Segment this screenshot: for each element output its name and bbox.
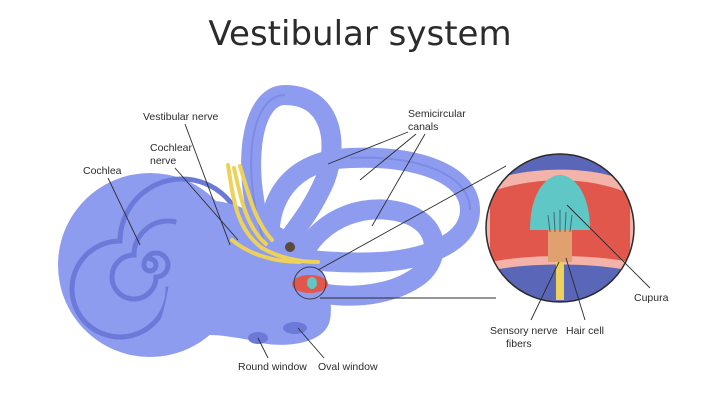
label-sensory-nerve-line2: fibers (506, 338, 532, 350)
label-round-window: Round window (238, 361, 307, 373)
nerve-bundle (226, 163, 320, 264)
label-cochlea: Cochlea (83, 165, 122, 177)
leader-lines (107, 123, 651, 359)
label-sensory-nerve-line1: Sensory nerve (490, 325, 558, 337)
magnified-ampulla (485, 153, 635, 303)
oval-window-shape (283, 322, 307, 334)
label-cochlear-nerve-line1: Cochlear (150, 142, 193, 154)
label-cupura: Cupura (634, 292, 669, 304)
label-semicircular-line2: canals (408, 121, 438, 133)
label-hair-cell: Hair cell (566, 325, 604, 337)
zoom-line-top (317, 165, 507, 271)
ampulla-small (292, 266, 328, 300)
label-vestibular-nerve: Vestibular nerve (143, 111, 218, 123)
diagram-title: Vestibular system (208, 14, 512, 54)
vestibular-ganglion (285, 242, 295, 252)
label-cochlear-nerve-line2: nerve (150, 155, 176, 167)
label-semicircular-line1: Semicircular (408, 108, 466, 120)
label-oval-window: Oval window (318, 361, 378, 373)
